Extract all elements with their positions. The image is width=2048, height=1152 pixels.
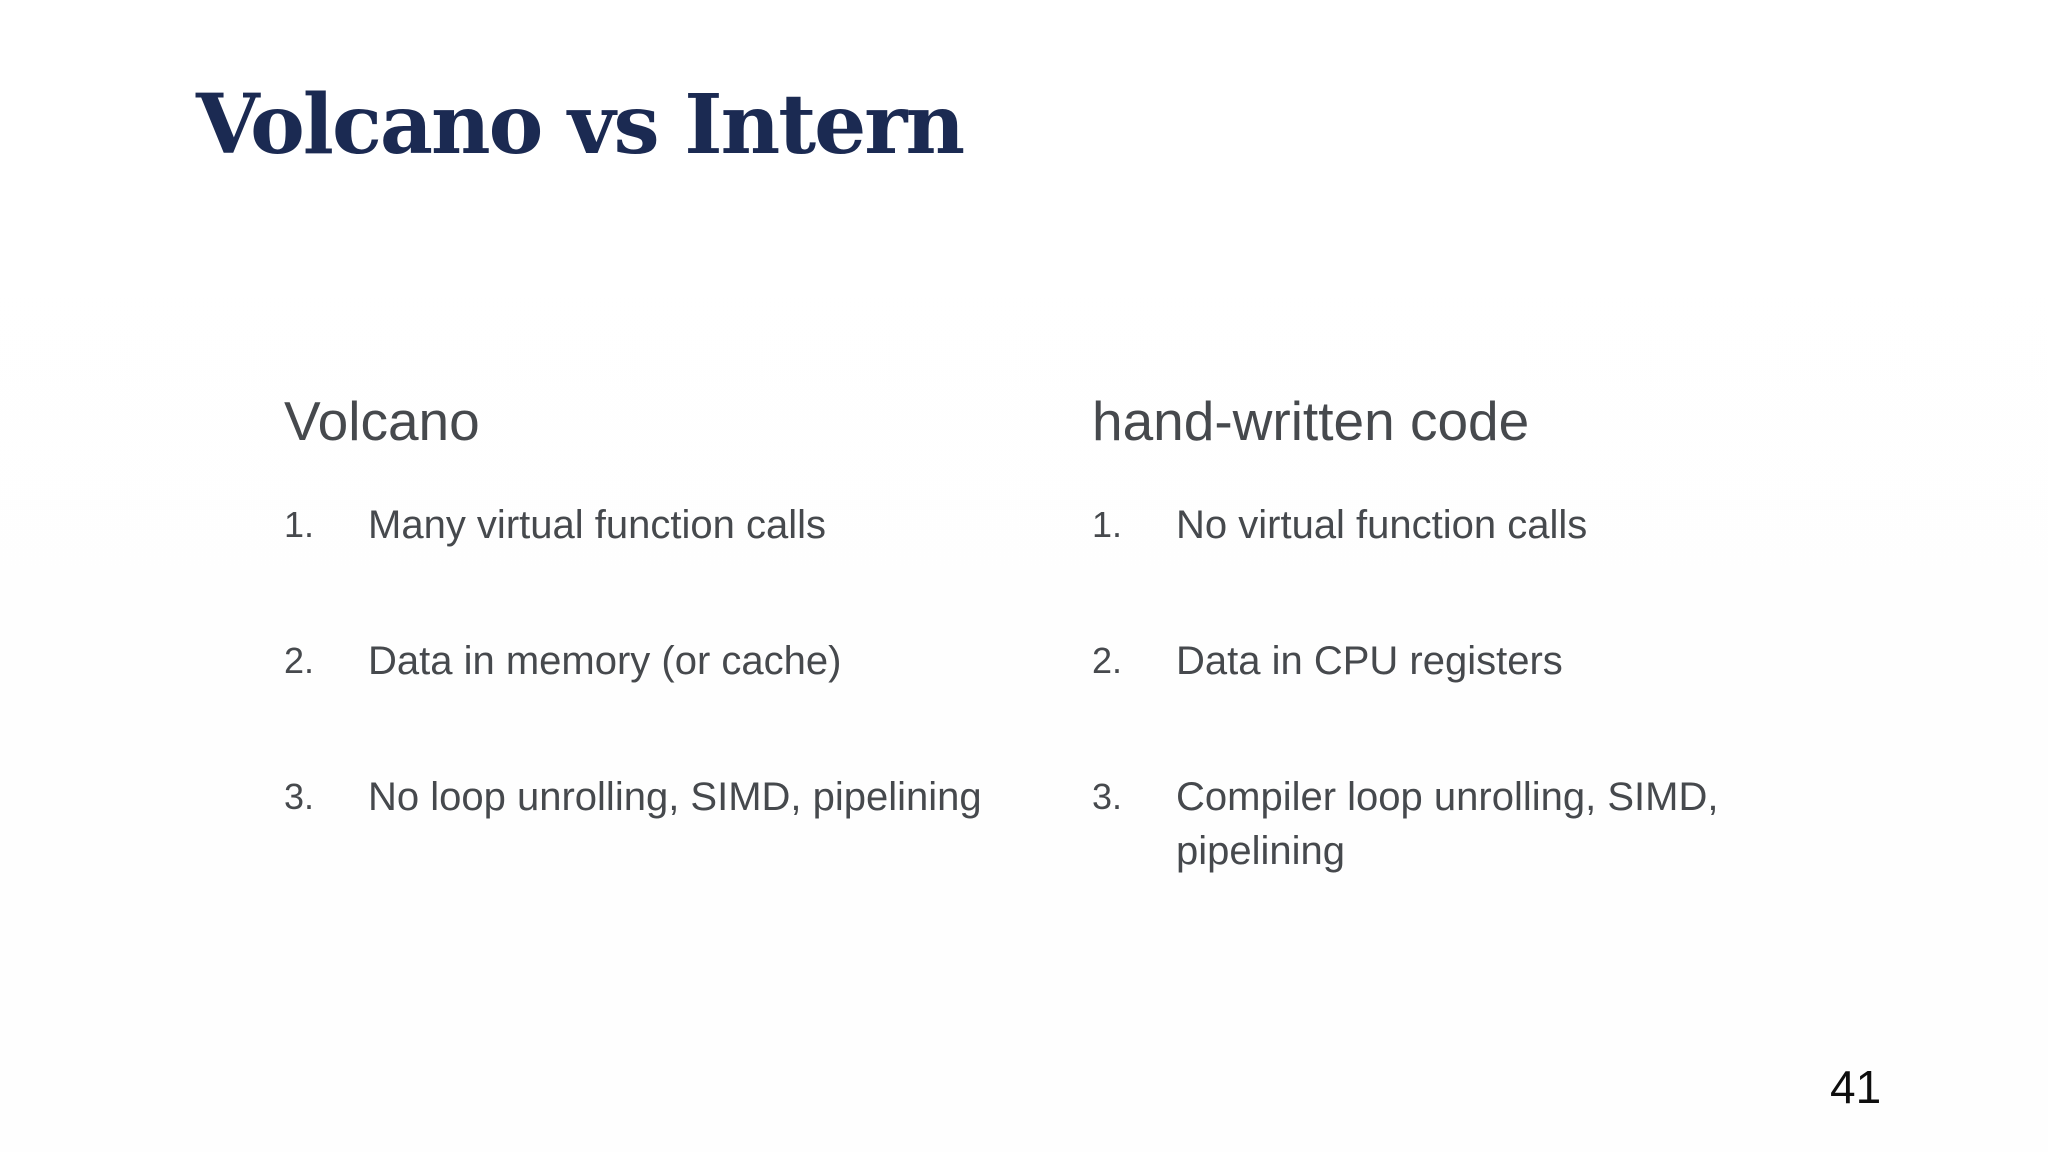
item-number: 3. — [1092, 776, 1123, 817]
list-item: 3. Compiler loop unrolling, SIMD, pipeli… — [1092, 770, 1752, 878]
column-volcano-list: 1. Many virtual function calls 2. Data i… — [284, 498, 1084, 824]
item-text: Many virtual function calls — [368, 503, 826, 547]
item-text: No loop unrolling, SIMD, pipelining — [368, 775, 982, 819]
item-text: Data in memory (or cache) — [368, 639, 842, 683]
column-volcano: Volcano 1. Many virtual function calls 2… — [284, 388, 1084, 906]
list-item: 2. Data in CPU registers — [1092, 634, 1752, 688]
item-number: 1. — [284, 504, 315, 545]
item-text: Compiler loop unrolling, SIMD, pipelinin… — [1176, 775, 1719, 873]
item-number: 1. — [1092, 504, 1123, 545]
column-hand-written-code: hand-written code 1. No virtual function… — [1092, 388, 1752, 960]
column-hand-written-code-header: hand-written code — [1092, 390, 1530, 452]
slide-title: Volcano vs Intern — [196, 77, 965, 173]
item-number: 2. — [1092, 640, 1123, 681]
item-text: Data in CPU registers — [1176, 639, 1563, 683]
item-text: No virtual function calls — [1176, 503, 1588, 547]
item-number: 2. — [284, 640, 315, 681]
list-item: 3. No loop unrolling, SIMD, pipelining — [284, 770, 1084, 824]
column-hand-written-code-list: 1. No virtual function calls 2. Data in … — [1092, 498, 1752, 878]
page-number: 41 — [1830, 1061, 1882, 1113]
list-item: 1. Many virtual function calls — [284, 498, 1084, 552]
column-volcano-header: Volcano — [284, 390, 480, 452]
item-number: 3. — [284, 776, 315, 817]
list-item: 1. No virtual function calls — [1092, 498, 1752, 552]
list-item: 2. Data in memory (or cache) — [284, 634, 1084, 688]
